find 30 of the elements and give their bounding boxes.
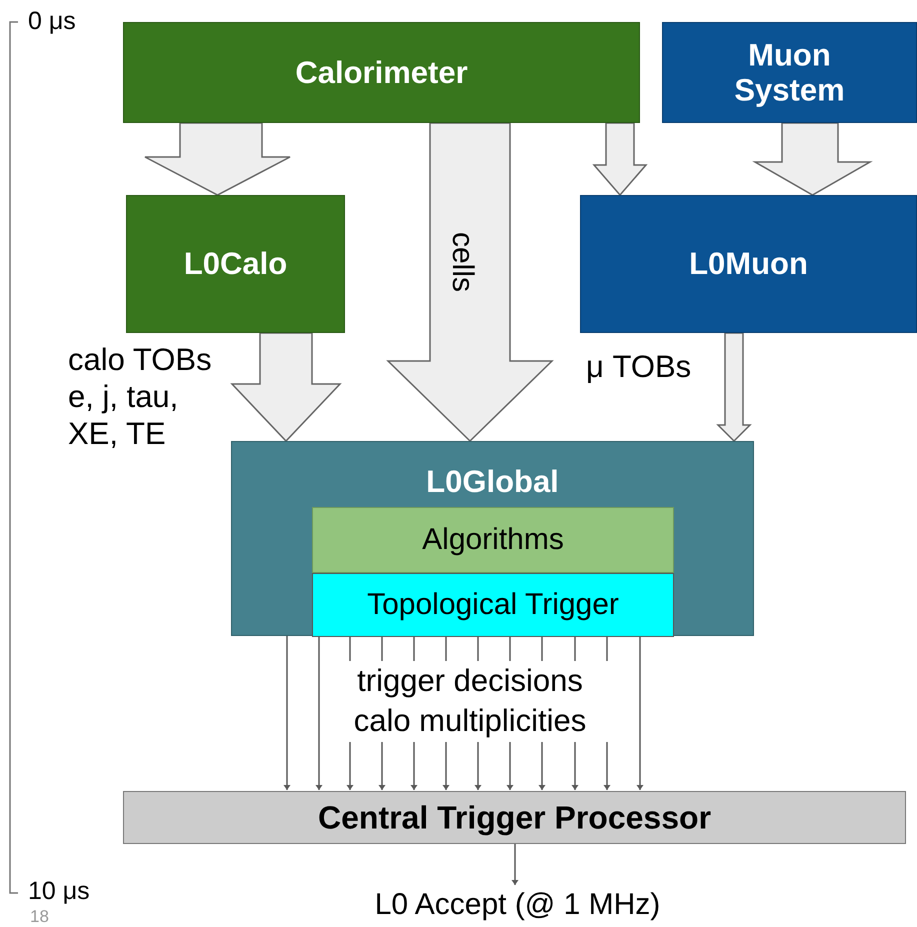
page-number: 18 — [30, 906, 49, 927]
processor-box — [123, 791, 906, 844]
time-label: 0 μs — [28, 6, 76, 37]
algorithm-box — [312, 507, 674, 573]
arrow — [316, 636, 322, 790]
block-arrow — [144, 122, 291, 196]
block-arrow — [592, 122, 648, 196]
trigger-box — [126, 195, 345, 333]
detector-box — [123, 22, 640, 123]
arrow — [284, 636, 290, 790]
block-arrow — [230, 332, 342, 442]
box-title: Central Trigger Processor — [318, 799, 712, 836]
box-title: Algorithms — [422, 522, 564, 558]
arrow — [512, 844, 518, 885]
box-title: Topological Trigger — [367, 588, 619, 622]
trigger-box — [580, 195, 917, 333]
box-title: L0Muon — [689, 246, 808, 282]
block-arrow — [716, 332, 752, 442]
box-title: L0Calo — [184, 246, 288, 282]
block-arrow — [386, 122, 554, 442]
time-label: 10 μs — [28, 876, 90, 907]
algorithm-box — [312, 573, 674, 637]
arrow — [638, 636, 642, 790]
box-title: Muon System — [733, 36, 846, 108]
trigger-box — [231, 441, 754, 636]
box-title: L0Global — [426, 464, 559, 500]
output-text: L0 Accept (@ 1 MHz) — [374, 888, 660, 922]
detector-box — [662, 22, 917, 123]
block-arrow — [752, 122, 873, 196]
box-title: Calorimeter — [295, 54, 468, 90]
